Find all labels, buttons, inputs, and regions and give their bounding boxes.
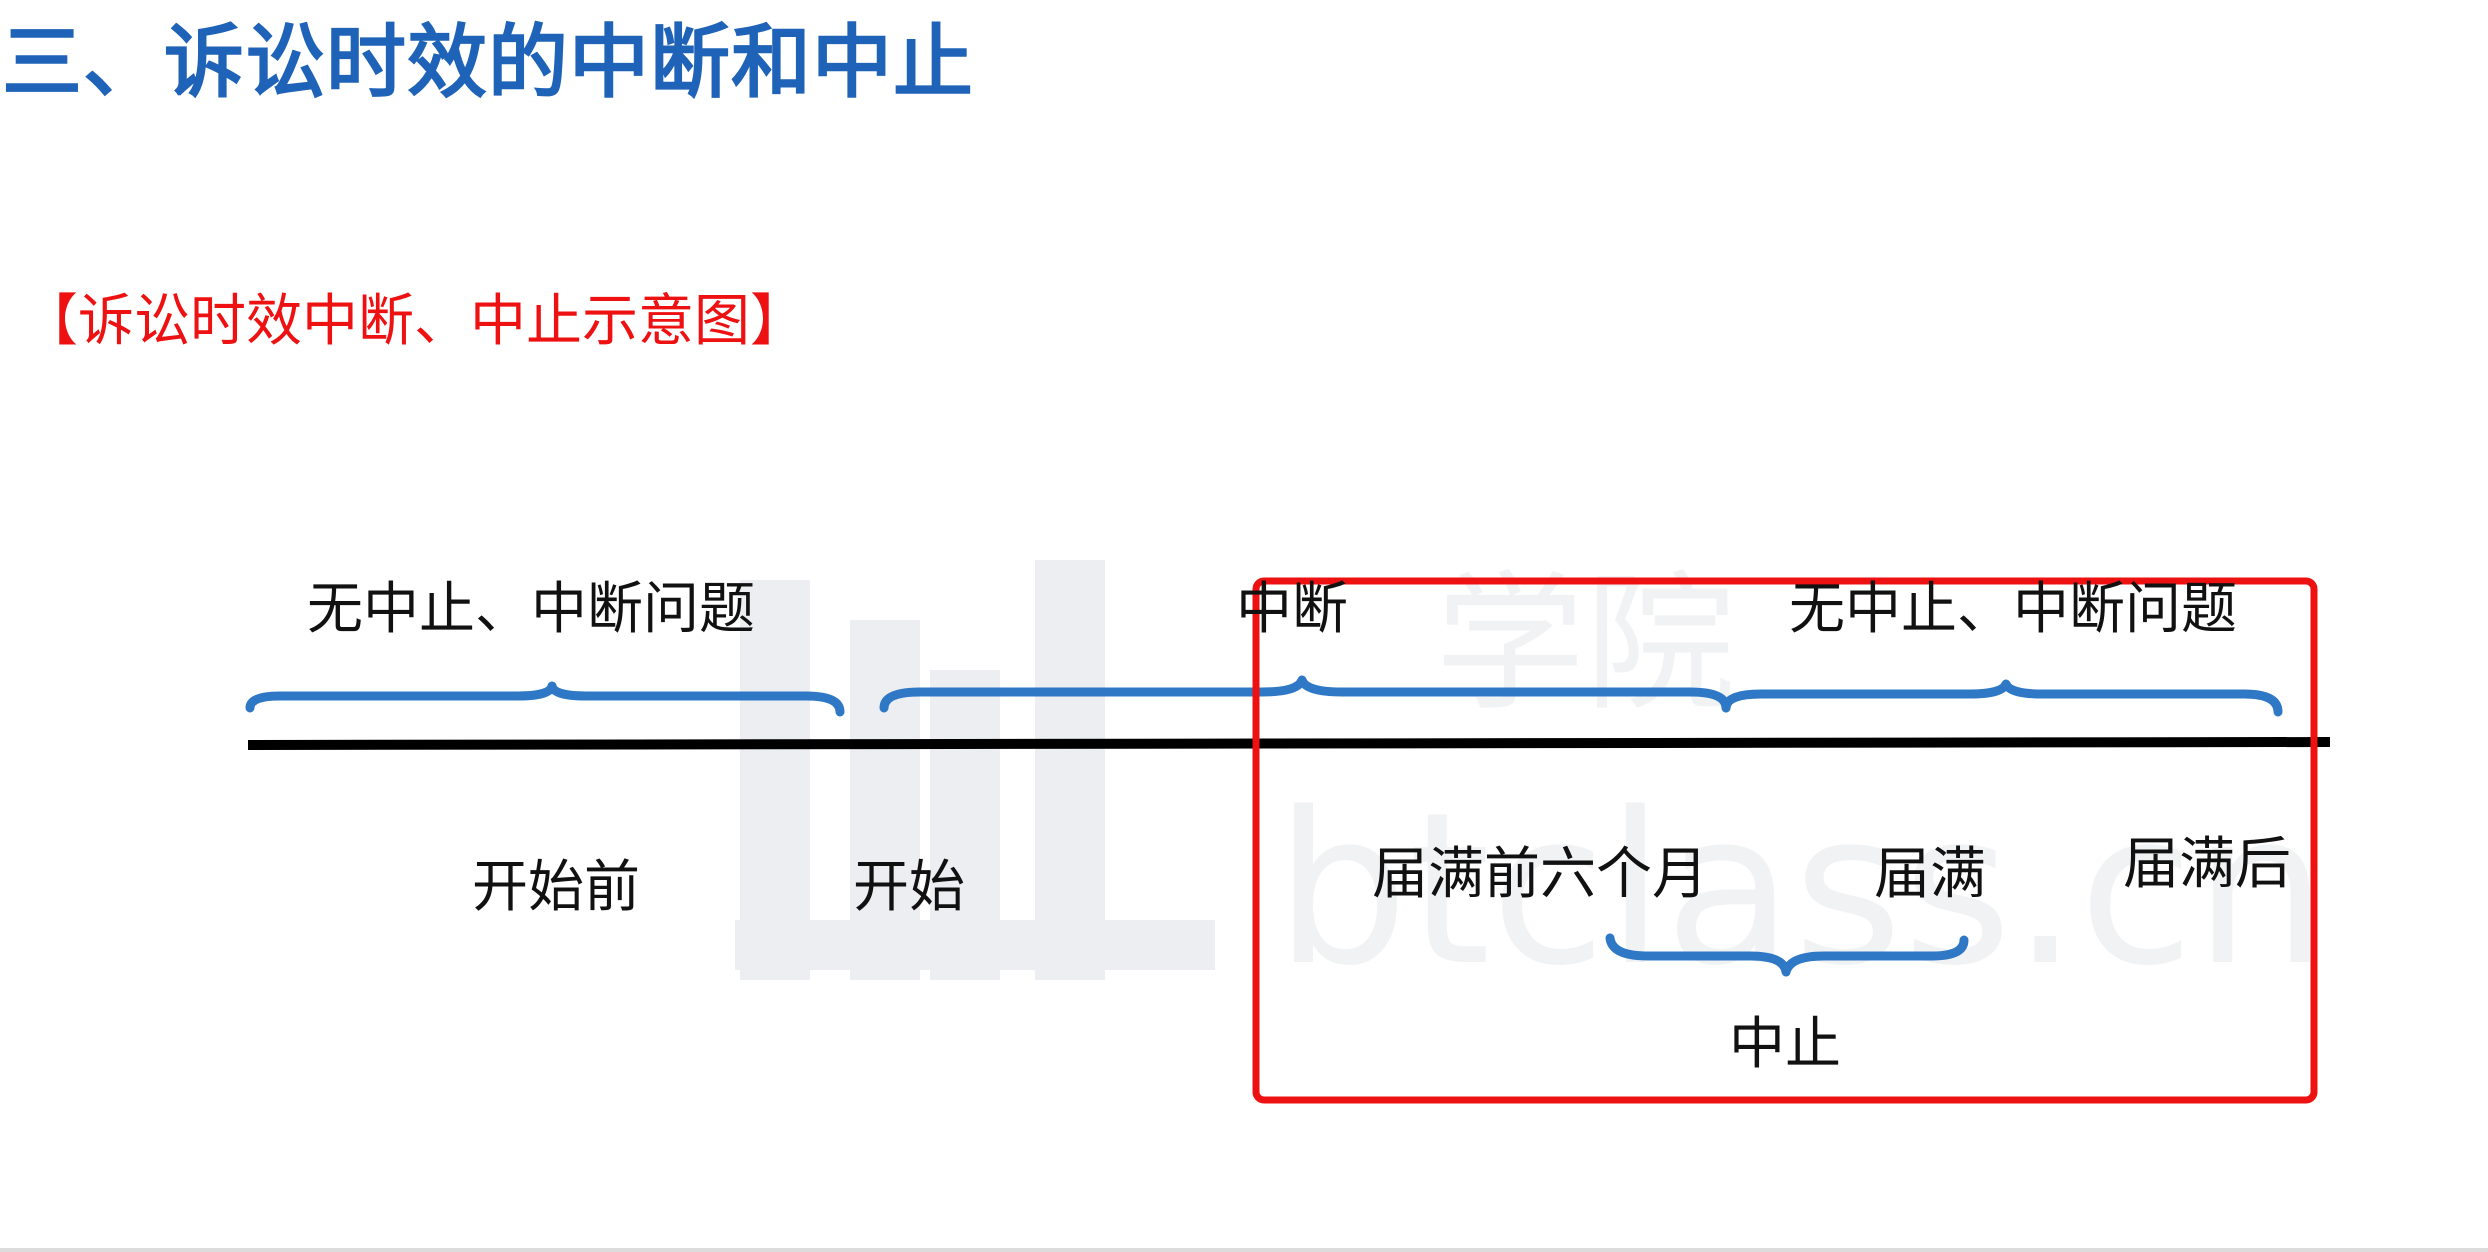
- label-interruption: 中断: [1236, 577, 1348, 642]
- brace-suspension: [1605, 933, 1969, 977]
- brace-after-interruption: [1721, 679, 2283, 717]
- timeline-axis: [247, 737, 2331, 750]
- label-start: 开始: [853, 855, 965, 920]
- slide-bottom-border: [0, 1248, 2488, 1252]
- brace-interruption: [879, 675, 1731, 713]
- highlight-box: [1252, 577, 2318, 1104]
- brace-before-start: [245, 681, 845, 717]
- label-no-issue-before: 无中止、中断问题: [307, 577, 755, 642]
- label-before-start: 开始前: [472, 855, 640, 920]
- label-no-issue-after: 无中止、中断问题: [1789, 577, 2237, 642]
- label-after-expiry: 届满后: [2123, 832, 2291, 897]
- label-expiry: 届满: [1874, 842, 1986, 907]
- label-six-months-before-expiry: 届满前六个月: [1372, 842, 1708, 907]
- label-suspension: 中止: [1729, 1012, 1841, 1077]
- slide-title: 三、诉讼时效的中断和中止: [2, 16, 974, 109]
- diagram-subtitle: 【诉讼时效中断、中止示意图】: [22, 289, 806, 354]
